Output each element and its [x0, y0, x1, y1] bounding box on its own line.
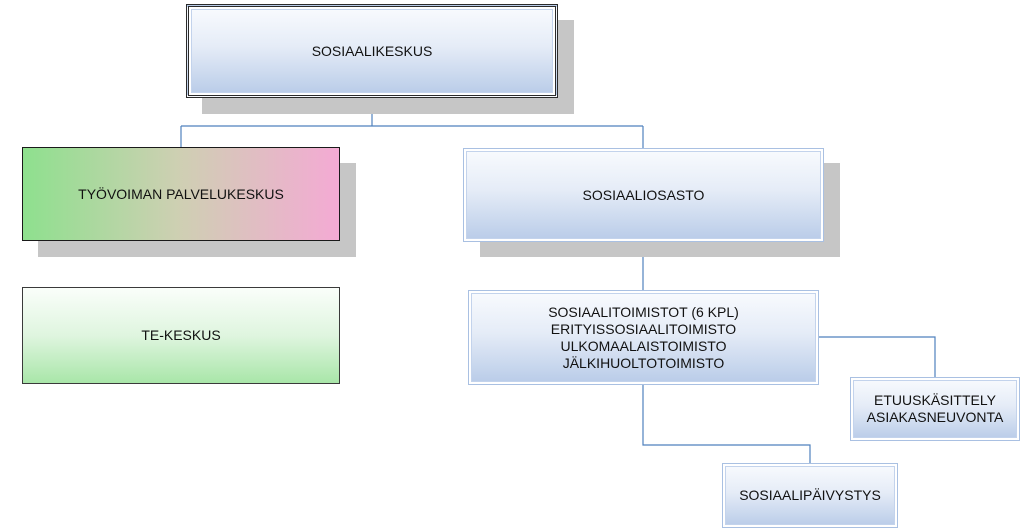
node-etuuskasittely[interactable]: ETUUSKÄSITTELY ASIAKASNEUVONTA — [850, 377, 1020, 441]
node-sosiaalitoimistot-label: SOSIAALITOIMISTOT (6 KPL) ERITYISSOSIAAL… — [548, 303, 739, 371]
node-tyovoiman-label: TYÖVOIMAN PALVELUKESKUS — [78, 185, 284, 202]
node-sosiaalitoimistot[interactable]: SOSIAALITOIMISTOT (6 KPL) ERITYISSOSIAAL… — [468, 290, 819, 385]
node-sosiaalikeskus-label: SOSIAALIKESKUS — [311, 42, 433, 59]
node-sosiaalikeskus[interactable]: SOSIAALIKESKUS — [186, 4, 558, 98]
connector-toimistot-to-paivystys — [642, 385, 811, 463]
node-sosiaalipaivystys[interactable]: SOSIAALIPÄIVYSTYS — [722, 463, 898, 528]
node-sosiaaliosasto[interactable]: SOSIAALIOSASTO — [463, 148, 824, 242]
node-etuuskasittely-label: ETUUSKÄSITTELY ASIAKASNEUVONTA — [866, 392, 1004, 425]
node-sosiaaliosasto-label: SOSIAALIOSASTO — [582, 186, 705, 203]
node-te-keskus-label: TE-KESKUS — [141, 327, 221, 343]
node-sosiaalipaivystys-label: SOSIAALIPÄIVYSTYS — [739, 487, 881, 503]
node-tyovoiman-palvelukeskus[interactable]: TYÖVOIMAN PALVELUKESKUS — [22, 147, 340, 241]
connector-toimistot-to-etuus — [818, 336, 936, 378]
node-te-keskus[interactable]: TE-KESKUS — [22, 287, 340, 384]
